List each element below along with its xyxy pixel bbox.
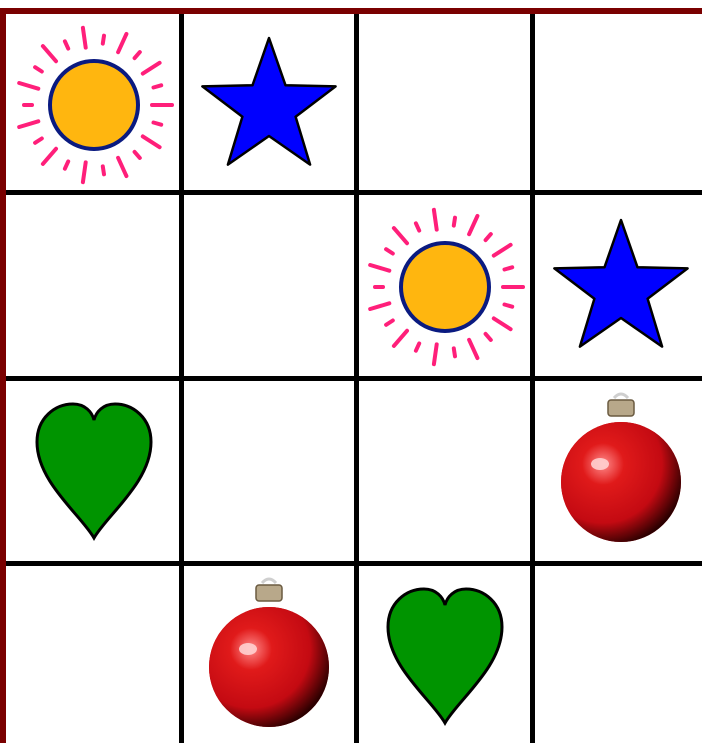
ornament-icon xyxy=(556,390,686,555)
board-cell-r3-c1[interactable] xyxy=(8,381,180,563)
star-icon xyxy=(194,30,344,180)
sun-icon xyxy=(360,202,530,372)
board-border-top xyxy=(0,8,702,14)
board-cell-r2-c1[interactable] xyxy=(8,196,180,378)
board-cell-r2-c2[interactable] xyxy=(183,196,355,378)
board-cell-r1-c2[interactable] xyxy=(183,14,355,196)
board-cell-r4-c3[interactable] xyxy=(359,566,531,748)
board-cell-r1-c1[interactable] xyxy=(8,14,180,196)
grid-line-horizontal xyxy=(5,561,702,566)
sun-icon xyxy=(9,20,179,190)
star-icon xyxy=(546,212,696,362)
board-cell-r1-c4[interactable] xyxy=(535,14,702,196)
board-cell-r3-c3[interactable] xyxy=(359,381,531,563)
board-border-left xyxy=(0,8,6,743)
board-cell-r2-c3[interactable] xyxy=(359,196,531,378)
ornament-icon xyxy=(204,575,334,740)
board-cell-r1-c3[interactable] xyxy=(359,14,531,196)
board-cell-r3-c4[interactable] xyxy=(535,381,702,563)
board-cell-r2-c4[interactable] xyxy=(535,196,702,378)
board-cell-r4-c4[interactable] xyxy=(535,566,702,748)
board-cell-r3-c2[interactable] xyxy=(183,381,355,563)
heart-icon xyxy=(29,400,159,545)
board-cell-r4-c1[interactable] xyxy=(8,566,180,748)
grid-line-horizontal xyxy=(5,376,702,381)
board-cell-r4-c2[interactable] xyxy=(183,566,355,748)
heart-icon xyxy=(380,585,510,730)
grid-line-horizontal xyxy=(5,190,702,195)
